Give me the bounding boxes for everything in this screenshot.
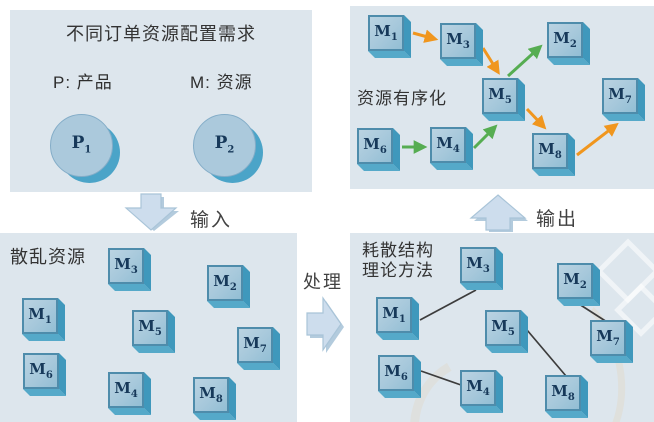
resource-node-m1: M1 [368, 15, 404, 51]
panel-requirements: 不同订单资源配置需求 P: 产品 M: 资源 P1 P2 [10, 10, 312, 192]
requirements-title: 不同订单资源配置需求 [66, 24, 256, 44]
resource-node-m3: M3 [460, 247, 496, 283]
resource-node-m3: M3 [440, 23, 476, 59]
output-arrow-icon [469, 194, 528, 232]
resource-node-m4: M4 [108, 372, 144, 408]
circle-face: P2 [193, 114, 256, 177]
resource-node-m5: M5 [132, 310, 168, 346]
resource-node-m7: M7 [602, 78, 638, 114]
resource-node-m2: M2 [207, 265, 243, 301]
product-circle-p1: P1 [50, 114, 122, 185]
link-m5-m8 [526, 329, 567, 377]
resource-node-m4: M4 [460, 370, 496, 406]
resource-node-m7: M7 [237, 327, 273, 363]
resource-node-m5: M5 [482, 78, 518, 114]
resource-node-m2: M2 [547, 22, 583, 58]
resource-node-m5: M5 [485, 310, 521, 346]
link-m6-m4 [420, 370, 462, 386]
dissipative-title-line2: 理论方法 [362, 261, 434, 280]
link-m1-m3 [419, 289, 477, 321]
product-circle-p2: P2 [193, 114, 265, 185]
edge-m4-m5 [472, 124, 498, 150]
panel-dissipative-method: 耗散结构 理论方法 M3 M2 M1 M5 M7 M6 M4 M8 [350, 233, 654, 422]
edge-m1-m3 [412, 29, 439, 43]
edge-m3-m5 [481, 47, 500, 75]
resource-node-m2: M2 [557, 263, 593, 299]
resource-node-m6: M6 [378, 355, 414, 391]
ordered-edges-layer [402, 29, 619, 157]
edge-m5-m8 [525, 107, 547, 130]
dissipative-title-line1: 耗散结构 [362, 241, 434, 260]
legend-resource: M: 资源 [190, 73, 253, 92]
circle-face: P1 [50, 114, 113, 177]
ordered-title: 资源有序化 [357, 89, 447, 108]
resource-node-m7: M7 [590, 320, 626, 356]
resource-node-m3: M3 [108, 248, 144, 284]
resource-node-m1: M1 [376, 297, 412, 333]
input-label: 输入 [190, 210, 233, 231]
process-arrow-icon [306, 296, 344, 353]
product-label: P2 [214, 133, 235, 156]
link-m2-m7 [578, 303, 608, 323]
input-arrow-icon [124, 193, 179, 231]
process-label: 处理 [303, 272, 343, 292]
resource-node-m1: M1 [22, 298, 58, 334]
edge-m5-m2 [506, 44, 543, 78]
resource-node-m6: M6 [23, 353, 59, 389]
panel-ordered-resources: 资源有序化 M1 M3 M2 M5 [350, 6, 654, 189]
dissipative-title: 耗散结构 理论方法 [362, 241, 434, 281]
dissipative-edges-layer [419, 289, 608, 386]
panel-scattered-resources: 散乱资源 M3 M2 M1 M5 M7 M6 M4 M8 [0, 233, 297, 422]
product-label: P1 [71, 133, 92, 156]
resource-node-m4: M4 [430, 127, 466, 163]
edge-m8-m7 [576, 122, 619, 157]
legend-product: P: 产品 [53, 73, 113, 92]
scattered-title: 散乱资源 [10, 247, 86, 267]
resource-node-m8: M8 [193, 377, 229, 413]
output-label: 输出 [536, 209, 579, 230]
resource-node-m6: M6 [357, 128, 393, 164]
resource-node-m8: M8 [532, 133, 568, 169]
resource-node-m8: M8 [545, 375, 581, 411]
